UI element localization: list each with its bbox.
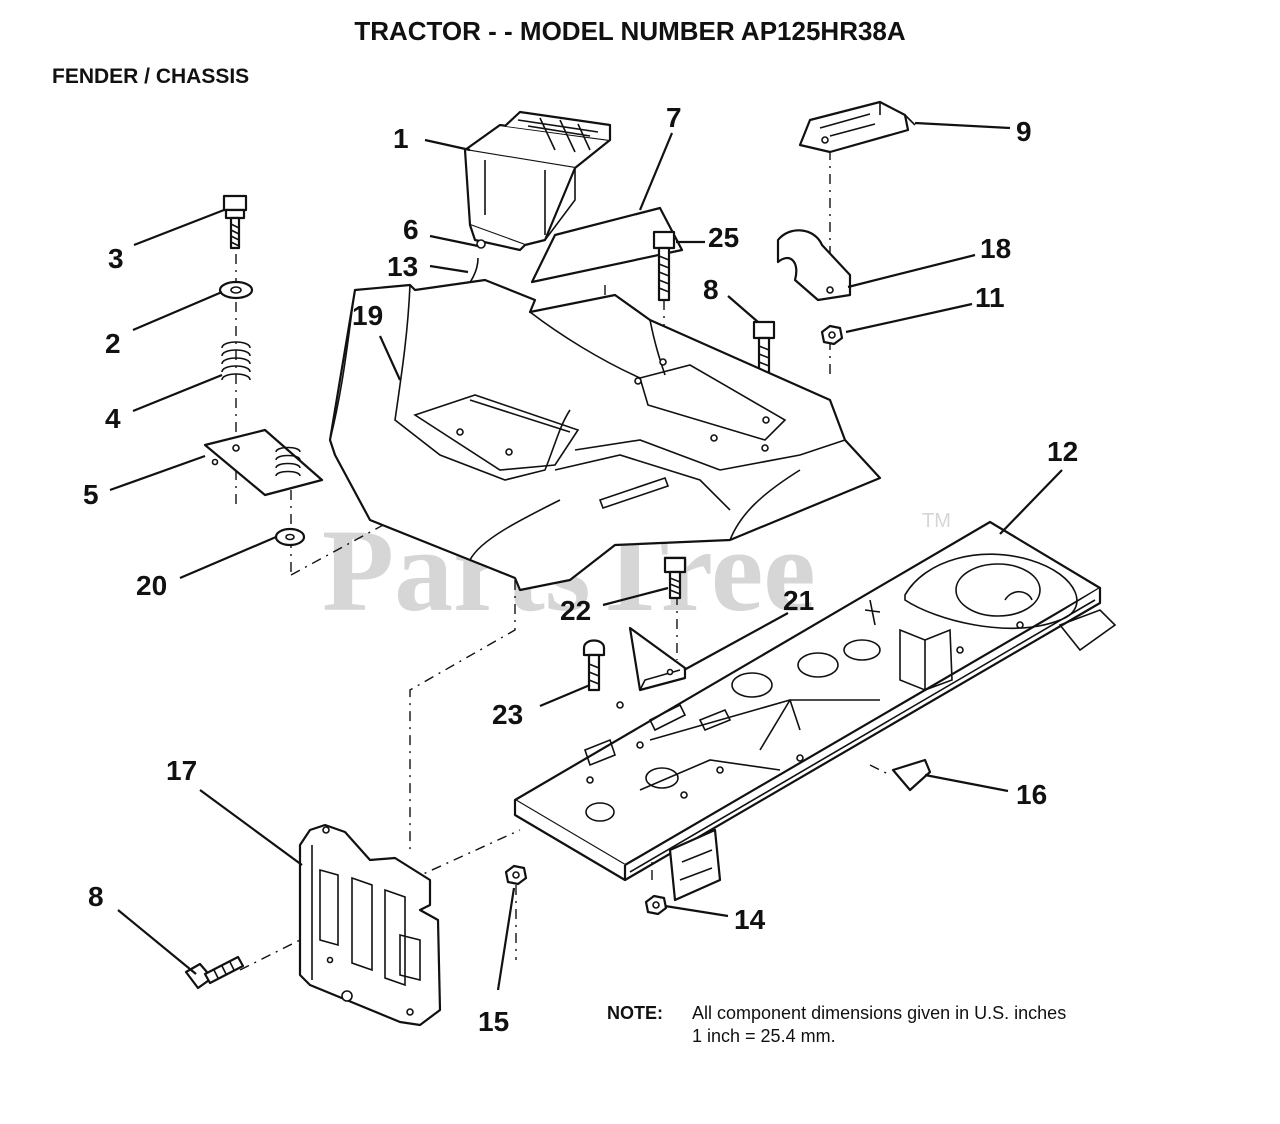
callout-5: 5 <box>83 479 99 510</box>
callout-25: 25 <box>708 222 739 253</box>
part-spring-4 <box>221 341 251 381</box>
part-fender <box>328 278 882 592</box>
note-block: NOTE: All component dimensions given in … <box>607 1003 1066 1046</box>
callout-11: 11 <box>975 282 1005 313</box>
callout-4: 4 <box>105 403 121 434</box>
callout-6: 6 <box>403 214 419 245</box>
part-bolt-22 <box>663 556 687 600</box>
part-clip-bracket <box>776 229 852 302</box>
callout-12: 12 <box>1047 436 1078 467</box>
part-carriage-bolt-23 <box>582 639 606 692</box>
part-seat-pad <box>530 206 684 284</box>
note-label: NOTE: <box>607 1003 663 1023</box>
part-bumper-16 <box>891 758 932 792</box>
callout-19: 19 <box>352 300 383 331</box>
part-spring-plate-5 <box>203 428 324 497</box>
callout-8-upper: 8 <box>703 274 719 305</box>
part-bracket-top <box>798 100 916 154</box>
callout-9: 9 <box>1016 116 1032 147</box>
callout-16: 16 <box>1016 779 1047 810</box>
callout-14: 14 <box>734 904 766 935</box>
note-line-1: All component dimensions given in U.S. i… <box>692 1003 1066 1023</box>
page-title: TRACTOR - - MODEL NUMBER AP125HR38A <box>354 16 906 46</box>
part-bracket-21 <box>628 626 687 692</box>
note-line-2: 1 inch = 25.4 mm. <box>692 1026 836 1046</box>
leader-lines <box>109 121 1063 991</box>
watermark-trademark: TM <box>922 510 951 532</box>
part-front-plate <box>298 823 442 1027</box>
callout-3: 3 <box>108 243 124 274</box>
callout-23: 23 <box>492 699 523 730</box>
part-nut-15 <box>504 864 528 886</box>
part-washer-2 <box>218 280 254 300</box>
callout-21: 21 <box>783 585 814 616</box>
callout-1: 1 <box>393 123 409 154</box>
callout-7: 7 <box>666 102 682 133</box>
part-nut-11 <box>820 324 844 346</box>
callout-17: 17 <box>166 755 197 786</box>
part-nut-14 <box>644 894 668 916</box>
callout-18: 18 <box>980 233 1011 264</box>
callout-20: 20 <box>136 570 167 601</box>
callout-22: 22 <box>560 595 591 626</box>
callout-2: 2 <box>105 328 121 359</box>
part-bolt-8-upper <box>752 320 776 380</box>
callout-8-lower: 8 <box>88 881 104 912</box>
part-frame <box>513 520 1117 902</box>
part-battery-box <box>463 110 612 252</box>
callout-numbers: 1 7 9 3 6 25 18 13 8 11 2 19 4 5 12 20 2… <box>83 102 1078 1037</box>
part-washer-20 <box>274 527 306 547</box>
part-bolt-3 <box>222 194 248 250</box>
callout-13: 13 <box>387 251 418 282</box>
part-bolt-25 <box>652 230 676 302</box>
callout-15: 15 <box>478 1006 509 1037</box>
section-title: FENDER / CHASSIS <box>52 65 249 88</box>
